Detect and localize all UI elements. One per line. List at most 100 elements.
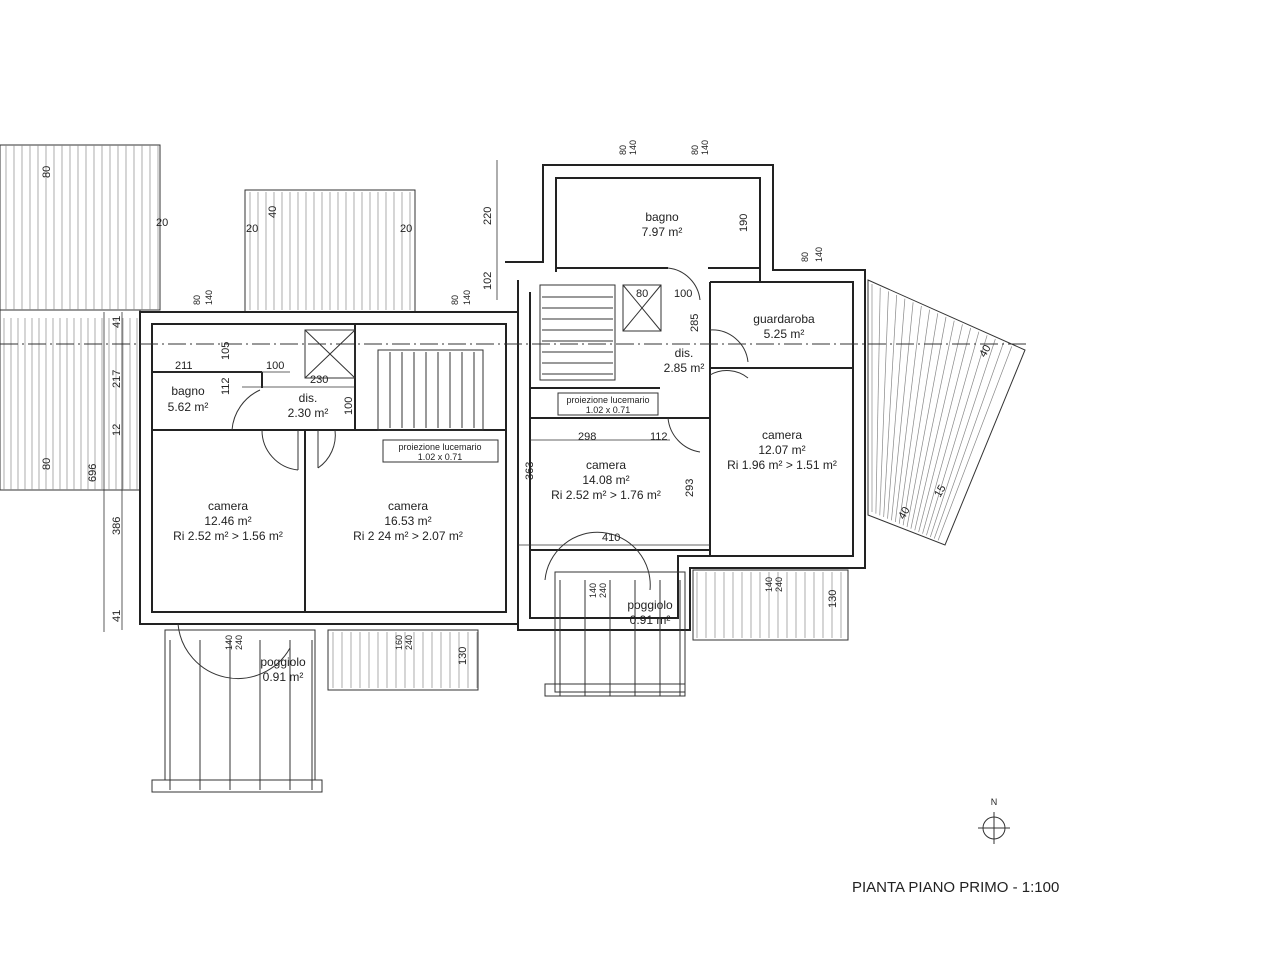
hatch-lines (3, 145, 1013, 688)
dim-label: 211 (175, 360, 193, 372)
dim-label: 140 (700, 140, 710, 155)
hatch-line (879, 291, 889, 516)
hatch-line (914, 324, 963, 531)
hatch-line (926, 335, 988, 536)
dim-label: 100 (343, 397, 355, 415)
dim-label: 140 (204, 290, 214, 305)
dim-label: 130 (827, 590, 839, 608)
dim-label: 105 (220, 342, 232, 360)
north-label: N (991, 797, 998, 807)
void-crosses (304, 284, 662, 379)
room-name: poggiolo (260, 655, 306, 669)
dim-label: 100 (674, 288, 692, 300)
dim-label: 12 (111, 424, 123, 436)
door-swings (177, 267, 749, 680)
dim-label: 80 (450, 295, 460, 305)
dimension-lines (103, 160, 710, 632)
building-walls (139, 164, 866, 631)
room-area: 12.07 m² (758, 443, 805, 457)
skylight-right: proiezione lucemario 1.02 x 0.71 (557, 392, 659, 416)
room-label-poggiolo-right: poggiolo 0.91 m² (627, 598, 673, 627)
dim-label: 285 (689, 314, 701, 332)
balconies (151, 569, 849, 793)
room-ri: Ri 2.52 m² > 1.56 m² (173, 529, 283, 543)
dim-label: 140 (814, 247, 824, 262)
dim-label: 298 (578, 431, 596, 443)
dim-label: 410 (602, 532, 620, 544)
room-label-bagno-top: bagno 7.97 m² (642, 210, 683, 239)
hatch-line (887, 298, 906, 519)
room-name: camera (208, 499, 248, 513)
dim-label: 190 (738, 214, 750, 232)
dim-label: 140 (588, 583, 598, 598)
room-name: bagno (645, 210, 679, 224)
dim-label: 217 (111, 370, 123, 388)
dim-label: 40 (267, 206, 279, 218)
room-area: 5.25 m² (764, 327, 805, 341)
hatch-line (875, 287, 881, 514)
room-label-camera-center: camera 14.08 m² Ri 2.52 m² > 1.76 m² (551, 458, 661, 502)
room-label-poggiolo-left: poggiolo 0.91 m² (260, 655, 306, 684)
room-label-dis-right: dis. 2.85 m² (664, 346, 705, 375)
room-label-camera-left: camera 12.46 m² Ri 2.52 m² > 1.56 m² (173, 499, 283, 543)
dim-label: 140 (764, 577, 774, 592)
dim-label: 80 (192, 295, 202, 305)
hatch-line (918, 327, 972, 533)
room-label-bagno-left: bagno 5.62 m² (168, 384, 209, 414)
dim-label: 102 (482, 272, 494, 290)
skylight-label: proiezione lucemario (398, 442, 481, 452)
stairs-left (377, 349, 484, 431)
hatch-line (922, 331, 980, 534)
room-ri: Ri 2 24 m² > 2.07 m² (353, 529, 463, 543)
room-name: dis. (675, 346, 694, 360)
dim-label: 696 (87, 464, 99, 482)
hatch-line (883, 294, 898, 518)
dimension-labels: 80 20 20 40 20 220 102 190 80 140 80 140… (41, 140, 994, 665)
drawing-title: PIANTA PIANO PRIMO - 1:100 (852, 879, 1059, 896)
skylight-size: 1.02 x 0.71 (586, 405, 631, 415)
dim-label: 41 (111, 316, 123, 328)
hatch-line (937, 346, 1013, 541)
north-arrow: N (978, 797, 1010, 844)
dim-label: 130 (457, 647, 469, 665)
dim-label: 100 (266, 360, 284, 372)
room-area: 0.91 m² (263, 670, 304, 684)
dim-label: 293 (684, 479, 696, 497)
room-ri: Ri 1.96 m² > 1.51 m² (727, 458, 837, 472)
skylight-left: proiezione lucemario 1.02 x 0.71 (382, 439, 499, 463)
stairs-right (539, 284, 616, 381)
hatch-line (910, 320, 955, 529)
dim-label: 112 (220, 377, 232, 395)
room-area: 16.53 m² (384, 514, 431, 528)
room-ri: Ri 2.52 m² > 1.76 m² (551, 488, 661, 502)
room-label-guardaroba: guardaroba 5.25 m² (753, 312, 815, 341)
room-area: 2.85 m² (664, 361, 705, 375)
dim-label: 80 (800, 252, 810, 262)
room-label-camera-right: camera 12.07 m² Ri 1.96 m² > 1.51 m² (727, 428, 837, 472)
hatch-line (891, 302, 914, 521)
dim-label: 160 (394, 635, 404, 650)
room-area: 7.97 m² (642, 225, 683, 239)
room-name: camera (762, 428, 802, 442)
room-label-dis-left: dis. 2.30 m² (288, 391, 329, 420)
dim-label: 80 (41, 458, 53, 470)
room-name: bagno (171, 384, 205, 398)
hatch-line (930, 338, 996, 538)
dim-label: 230 (310, 374, 328, 386)
dim-label: 140 (224, 635, 234, 650)
dim-label: 40 (977, 343, 994, 360)
hatch-line (894, 305, 922, 523)
room-label-camera-left-large: camera 16.53 m² Ri 2 24 m² > 2.07 m² (353, 499, 463, 543)
dim-label: 80 (690, 145, 700, 155)
left-roof-hatch (0, 144, 161, 491)
dim-label: 80 (618, 145, 628, 155)
dim-label: 80 (636, 288, 648, 300)
dim-label: 363 (524, 462, 536, 480)
balcony-posts (169, 580, 681, 790)
right-roof-hatch (867, 279, 1026, 546)
dim-label: 40 (896, 505, 913, 522)
hatch-line (906, 316, 947, 528)
room-name: dis. (299, 391, 318, 405)
dim-label: 386 (111, 517, 123, 535)
